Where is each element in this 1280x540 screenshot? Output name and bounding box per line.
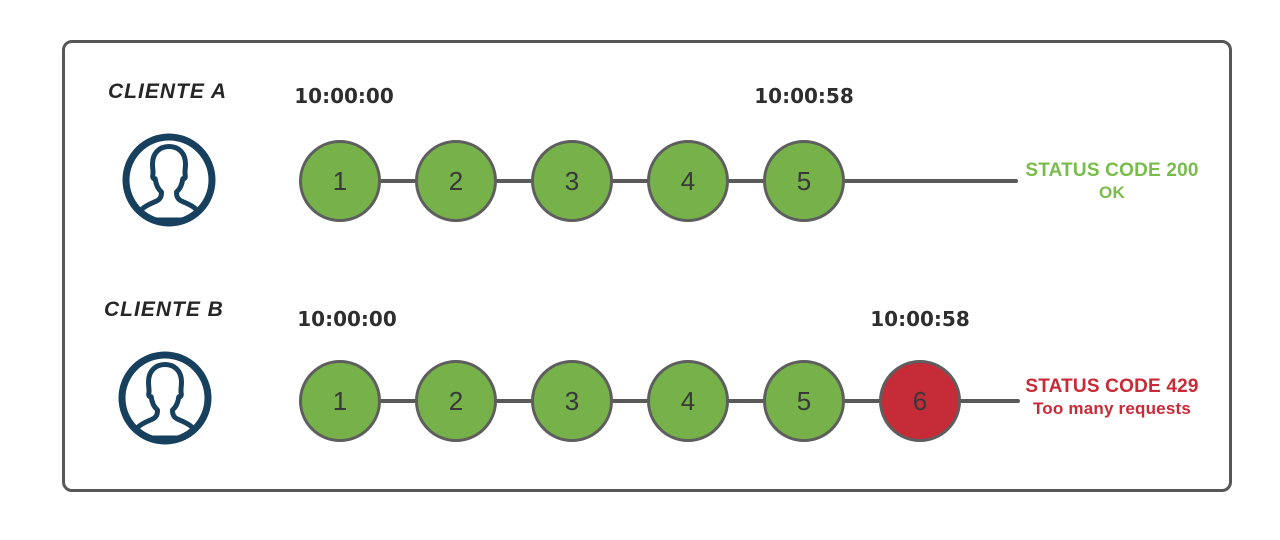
row-a-status-code: STATUS CODE 200 [1025,160,1199,181]
row-a-start-timestamp: 10:00:00 [294,84,394,108]
row-a-end-timestamp: 10:00:58 [754,84,854,108]
person-icon [122,133,216,227]
row-a-timeline-line [340,179,1018,183]
row-b-status-message: Too many requests [1032,399,1191,418]
row-a-status-message: OK [1099,183,1125,202]
client-b-label: CLIENTE B [104,298,224,321]
row-b-status-code: STATUS CODE 429 [1025,376,1199,397]
row-b-status: STATUS CODE 429 Too many requests [1012,376,1212,420]
row-a-status: STATUS CODE 200 OK [1012,160,1212,204]
person-icon [118,351,212,445]
row-b-timeline-line [340,399,1020,403]
diagram-frame [62,40,1232,492]
row-b-end-timestamp: 10:00:58 [870,307,970,331]
client-a-label: CLIENTE A [108,80,228,103]
row-b-start-timestamp: 10:00:00 [297,307,397,331]
